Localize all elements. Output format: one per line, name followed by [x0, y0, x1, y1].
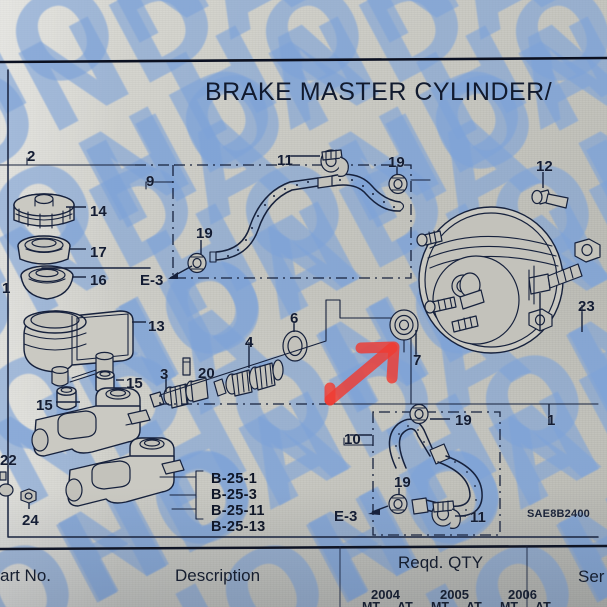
callout-1-21: 1	[547, 412, 556, 429]
part-6-seal-ring	[282, 321, 308, 362]
callout-10-22: 10	[344, 431, 361, 448]
top-rule	[0, 56, 607, 64]
callout-3-8: 3	[160, 366, 169, 383]
figure-code: SAE8B2400	[527, 508, 590, 520]
part-7-grommet	[389, 309, 419, 353]
group-2-bracket	[0, 157, 175, 166]
callout-7-20: 7	[413, 352, 422, 369]
callout-2-1: 2	[27, 148, 36, 165]
table-trans-2004-at: AT	[397, 600, 413, 607]
callout-13-5: 13	[148, 318, 165, 335]
group-9-box	[145, 164, 431, 279]
part-23-nut	[528, 238, 601, 332]
table-header-part-no: art No.	[0, 566, 51, 586]
block-code-b-25-3: B-25-3	[211, 487, 257, 503]
part-4-piston	[213, 342, 284, 397]
clamp-11-upper	[320, 149, 349, 177]
part-15-grommet-lower	[56, 386, 77, 411]
table-trans-2006-at: AT	[535, 600, 551, 607]
table-header-description: Description	[175, 566, 260, 586]
master-cylinder-lower	[65, 437, 185, 507]
part-24-nut	[20, 488, 37, 509]
callout-15-6: 15	[126, 375, 143, 392]
callout-19-16: 19	[388, 154, 405, 171]
part-14-reservoir-cap	[13, 193, 75, 229]
callout-6-11: 6	[290, 310, 299, 327]
table-trans-2005-mt: MT	[431, 600, 449, 607]
part-16-reservoir-seal	[20, 265, 74, 300]
ref-e3-bottom-arrow	[368, 505, 389, 515]
callout-19-17: 19	[196, 225, 213, 242]
callout-17-3: 17	[90, 244, 107, 261]
master-cylinder-upper	[31, 387, 151, 457]
clamp-19-lower-left	[388, 488, 408, 515]
callout-1-0: 1	[2, 280, 11, 297]
block-code-b-25-11: B-25-11	[211, 503, 265, 519]
clamp-19-upper-right	[388, 166, 408, 195]
callout-24-13: 24	[22, 512, 39, 529]
table-year-2006: 2006	[508, 587, 537, 602]
table-year-2005: 2005	[440, 587, 469, 602]
callout-16-4: 16	[90, 272, 107, 289]
part-1-leader	[410, 403, 599, 425]
table-trans-2006-mt: MT	[500, 600, 518, 607]
part-20-pin	[182, 357, 191, 376]
table-trans-2004-mt: MT	[362, 600, 380, 607]
table-header-serial: Ser	[578, 567, 604, 587]
ref-e3-top-arrow	[168, 265, 193, 279]
table-header-reqd-qty: Reqd. QTY	[398, 553, 483, 573]
callout-15-7: 15	[36, 397, 53, 414]
clamp-19-upper-left	[187, 240, 207, 274]
callout-19-24: 19	[394, 474, 411, 491]
page-title: BRAKE MASTER CYLINDER/	[205, 78, 553, 106]
callout-14-2: 14	[90, 203, 107, 220]
clamp-19-lower-right	[409, 403, 450, 425]
clamp-11-lower	[431, 500, 466, 529]
page-light-gradient	[0, 0, 120, 607]
b25-bracket	[159, 470, 204, 520]
block-code-b-25-1: B-25-1	[211, 471, 258, 487]
callout-22-12: 22	[0, 452, 17, 469]
part-13-reservoir-tank	[23, 310, 134, 387]
diagram-frame	[7, 69, 599, 538]
callout-12-18: 12	[536, 158, 553, 175]
callout-23-19: 23	[578, 298, 595, 315]
bottom-rule	[0, 544, 607, 551]
callout-11-15: 11	[277, 152, 293, 169]
table-trans-2005-at: AT	[466, 600, 482, 607]
part-17-reservoir-filter	[17, 235, 71, 265]
group-10-box	[343, 411, 501, 536]
callout-11-25: 11	[470, 509, 486, 526]
reference-e-3-1: E-3	[334, 508, 357, 525]
table-year-2004: 2004	[371, 587, 400, 602]
reference-e-3-0: E-3	[140, 272, 164, 289]
callout-9-14: 9	[146, 173, 155, 190]
hose-upper	[41, 173, 405, 269]
block-code-b-25-13: B-25-13	[211, 519, 266, 535]
page-shadow-bottom	[0, 487, 607, 607]
callout-4-10: 4	[245, 334, 254, 351]
brake-booster	[416, 206, 583, 354]
part-12-bolt	[531, 172, 569, 209]
callout-19-23: 19	[455, 412, 472, 429]
callout-20-9: 20	[198, 365, 215, 382]
callout-leaders	[56, 155, 417, 436]
part-22-bolt	[0, 471, 14, 497]
red-highlight-arrow	[324, 341, 400, 406]
